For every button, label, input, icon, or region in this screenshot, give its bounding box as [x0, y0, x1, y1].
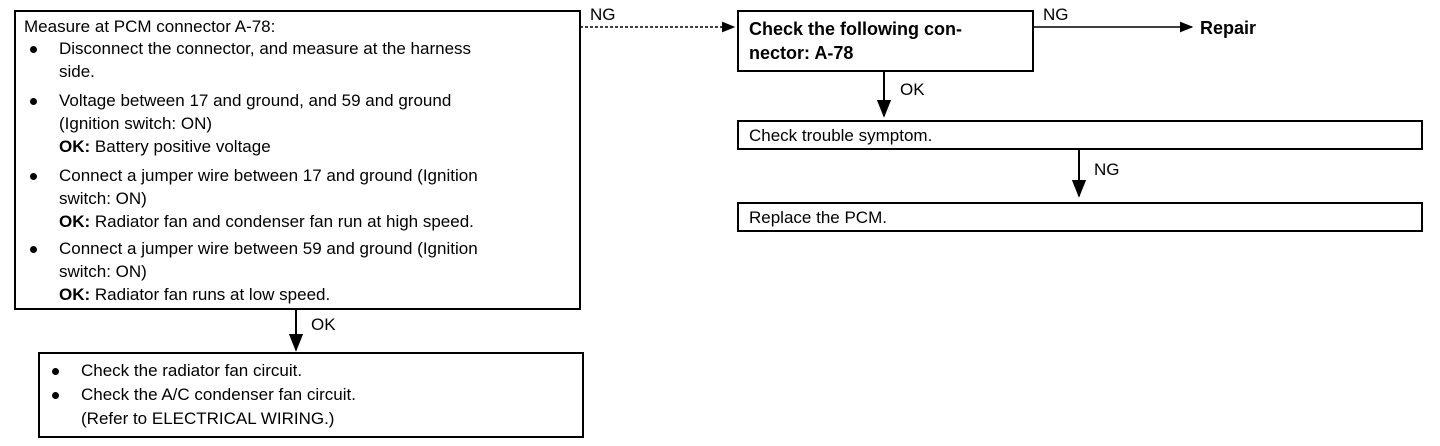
- ok-key: OK:: [59, 285, 91, 304]
- ok-key: OK:: [59, 212, 91, 231]
- label-ng-connector: NG: [1043, 5, 1069, 24]
- measure-item2-ok: OK: Battery positive voltage: [59, 136, 271, 157]
- measure-item3-line1: Connect a jumper wire between 17 and gro…: [59, 166, 478, 185]
- measure-item3-line2: switch: ON): [59, 189, 147, 208]
- ok-value: Battery positive voltage: [94, 137, 271, 156]
- circuit-item1: Check the radiator fan circuit.: [81, 361, 303, 380]
- bullet: [30, 173, 37, 180]
- box-check-circuits: Check the radiator fan circuit. Check th…: [38, 352, 584, 438]
- label-ok-connector: OK: [900, 80, 925, 99]
- circuit-note: (Refer to ELECTRICAL WIRING.): [81, 409, 335, 428]
- measure-item4-line2: switch: ON): [59, 262, 147, 281]
- measure-item4-ok: OK: Radiator fan runs at low speed.: [59, 284, 330, 305]
- box-check-connector: Check the following con- nector: A-78: [737, 10, 1034, 72]
- measure-item4-line1: Connect a jumper wire between 59 and gro…: [59, 239, 478, 258]
- measure-item1-line1: Disconnect the connector, and measure at…: [59, 39, 472, 58]
- ok-value: Radiator fan and condenser fan run at hi…: [94, 212, 474, 231]
- ok-value: Radiator fan runs at low speed.: [94, 285, 331, 304]
- symptom-text: Check trouble symptom.: [749, 126, 933, 145]
- circuit-item2: Check the A/C condenser fan circuit.: [81, 385, 356, 404]
- terminal-repair: Repair: [1200, 18, 1257, 38]
- label-ok-measure: OK: [311, 315, 336, 334]
- measure-item2-line1: Voltage between 17 and ground, and 59 an…: [59, 91, 452, 110]
- bullet: [30, 98, 37, 105]
- connector-line2: nector: A-78: [749, 43, 854, 63]
- bullet: [52, 392, 59, 399]
- measure-item1-line2: side.: [59, 62, 95, 81]
- measure-title: Measure at PCM connector A-78:: [24, 17, 276, 36]
- bullet: [30, 46, 37, 53]
- label-ng-symptom: NG: [1094, 160, 1120, 179]
- bullet: [30, 246, 37, 253]
- box-measure-pcm: Measure at PCM connector A-78: Disconnec…: [14, 10, 581, 310]
- bullet: [52, 368, 59, 375]
- measure-item3-ok: OK: Radiator fan and condenser fan run a…: [59, 211, 474, 232]
- connector-line1: Check the following con-: [749, 19, 963, 39]
- label-ng-measure: NG: [590, 5, 616, 24]
- measure-item2-line2: (Ignition switch: ON): [59, 114, 213, 133]
- replace-text: Replace the PCM.: [749, 208, 887, 227]
- box-trouble-symptom: Check trouble symptom.: [737, 120, 1423, 150]
- ok-key: OK:: [59, 137, 91, 156]
- box-replace-pcm: Replace the PCM.: [737, 202, 1423, 232]
